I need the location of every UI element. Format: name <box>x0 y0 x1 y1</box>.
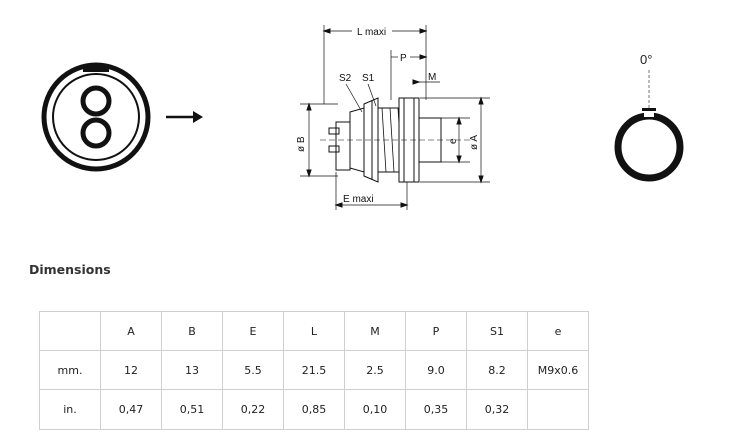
table-header-cell <box>39 311 101 351</box>
label-l-maxi: L maxi <box>357 27 386 38</box>
section-title: Dimensions <box>29 262 111 277</box>
table-header-cell: B <box>161 311 223 351</box>
table-cell: 2.5 <box>344 350 406 390</box>
table-header-cell: M <box>344 311 406 351</box>
label-b: ø B <box>296 136 307 152</box>
table-cell: 9.0 <box>405 350 467 390</box>
table-header-cell: A <box>100 311 162 351</box>
dimensions-table: A B E L M P S1 e mm. 12 13 5.5 21.5 2.5 … <box>39 311 589 430</box>
key-orientation-icon <box>614 70 684 182</box>
label-s2: S2 <box>339 73 352 84</box>
label-e-small: e <box>448 138 459 144</box>
table-cell: 0,10 <box>344 389 406 430</box>
label-a: ø A <box>469 135 480 150</box>
table-cell: 0,47 <box>100 389 162 430</box>
table-row: in. 0,47 0,51 0,22 0,85 0,10 0,35 0,32 <box>39 389 589 430</box>
arrow-right-icon <box>166 111 203 123</box>
table-row: mm. 12 13 5.5 21.5 2.5 9.0 8.2 M9x0.6 <box>39 350 589 390</box>
table-cell: 8.2 <box>466 350 528 390</box>
label-e-maxi: E maxi <box>343 194 374 205</box>
table-cell: 5.5 <box>222 350 284 390</box>
table-cell: 0,51 <box>161 389 223 430</box>
product-figure: L maxi P S2 S1 M E maxi ø B e ø A 0° <box>41 25 684 210</box>
table-cell <box>527 389 589 430</box>
table-cell: 0,35 <box>405 389 467 430</box>
label-s1: S1 <box>362 73 375 84</box>
table-cell: 13 <box>161 350 223 390</box>
table-cell: 12 <box>100 350 162 390</box>
key-angle-label: 0° <box>640 52 652 67</box>
table-cell: 0,22 <box>222 389 284 430</box>
table-unit-cell: mm. <box>39 350 101 390</box>
table-header-row: A B E L M P S1 e <box>39 311 589 351</box>
table-cell: M9x0.6 <box>527 350 589 390</box>
table-cell: 21.5 <box>283 350 345 390</box>
table-header-cell: P <box>405 311 467 351</box>
table-unit-cell: in. <box>39 389 101 430</box>
label-p: P <box>400 53 407 64</box>
label-m: M <box>428 72 436 83</box>
table-cell: 0,85 <box>283 389 345 430</box>
table-header-cell: S1 <box>466 311 528 351</box>
side-view-drawing <box>300 25 490 210</box>
table-header-cell: E <box>222 311 284 351</box>
table-header-cell: L <box>283 311 345 351</box>
table-header-cell: e <box>527 311 589 351</box>
technical-drawing: L maxi P S2 S1 M E maxi ø B e ø A 0° <box>41 25 684 210</box>
table-cell: 0,32 <box>466 389 528 430</box>
front-view-icon <box>41 62 151 172</box>
